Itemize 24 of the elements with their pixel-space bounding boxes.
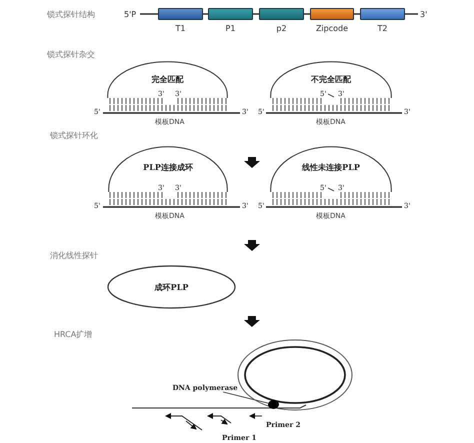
backbone-line	[354, 13, 360, 15]
end-label: 3'	[420, 10, 428, 19]
step-arrow	[244, 316, 260, 327]
probe-label: 成环PLP	[154, 282, 190, 293]
end-label: 5'P	[124, 10, 136, 19]
segment-label: T2	[376, 24, 388, 33]
section-title: HRCA扩增	[54, 329, 92, 340]
probe-label: 线性未连接PLP	[301, 162, 361, 174]
probe-label: PLP连接成环	[142, 162, 194, 174]
step-arrow	[244, 157, 260, 168]
probe-label: 完全匹配	[150, 74, 184, 85]
backbone-line	[304, 13, 310, 15]
backbone-line	[203, 13, 208, 15]
section-title: 消化线性探针	[50, 250, 98, 261]
probe-label: 不完全匹配	[310, 74, 352, 85]
backbone-line	[253, 13, 259, 15]
leader-line	[222, 392, 268, 404]
section-title: 锁式探针环化	[50, 130, 98, 141]
segment-label: p2	[275, 24, 288, 33]
section-title: 锁式探针结构	[47, 9, 95, 20]
segment-label: T1	[174, 24, 186, 33]
segment-label: P1	[224, 24, 236, 33]
segment-label: Zipcode	[314, 24, 350, 33]
section-title: 锁式探针杂交	[47, 49, 95, 60]
